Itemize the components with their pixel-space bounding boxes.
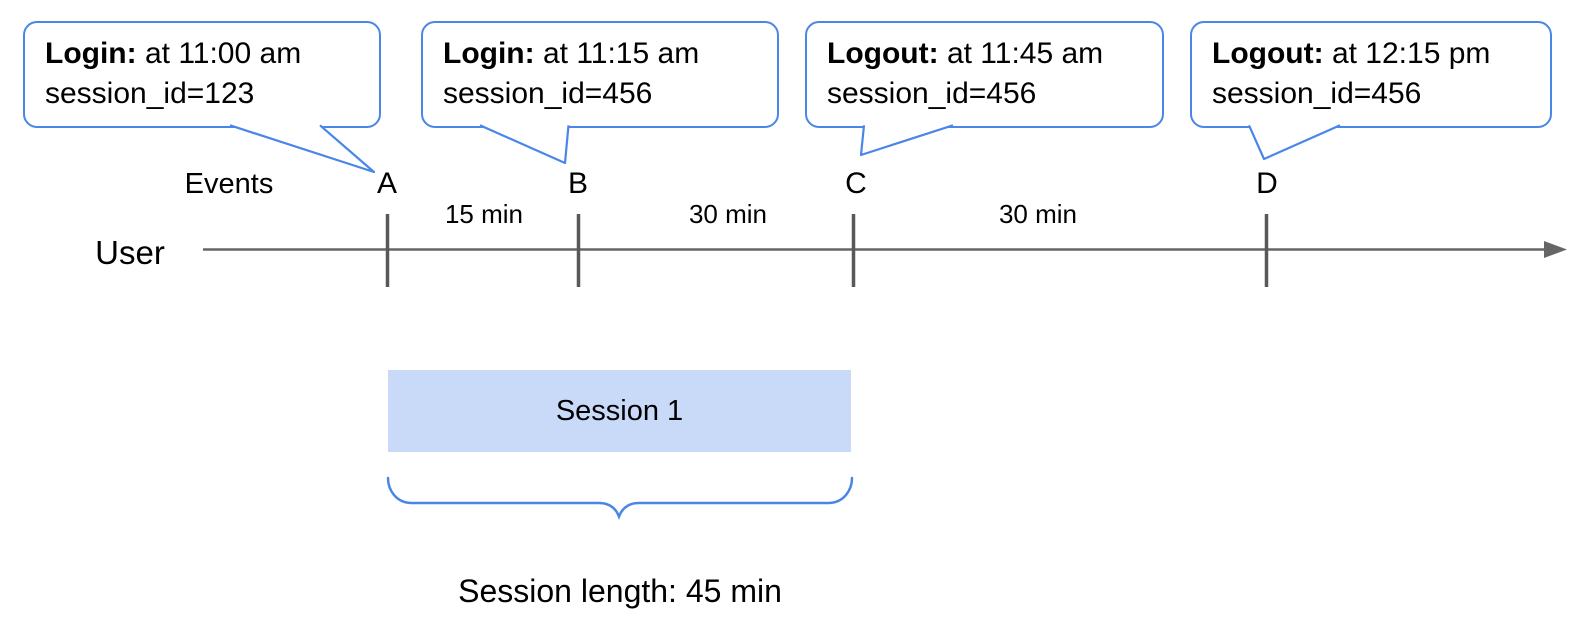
callout-login-b: Login: at 11:15 am session_id=456 — [421, 21, 779, 128]
callout-title: Logout: at 12:15 pm — [1212, 34, 1530, 74]
callout-event-type: Logout: — [827, 37, 939, 70]
interval-c-d: 30 min — [998, 199, 1078, 229]
callout-title: Login: at 11:15 am — [443, 34, 757, 74]
callout-title: Logout: at 11:45 am — [827, 34, 1142, 74]
callout-session-id: session_id=456 — [827, 77, 1037, 110]
callout-title: Login: at 11:00 am — [45, 34, 359, 74]
callout-tail-a — [229, 124, 376, 174]
callout-login-a: Login: at 11:00 am session_id=123 — [23, 21, 381, 128]
callout-logout-c: Logout: at 11:45 am session_id=456 — [805, 21, 1164, 128]
interval-b-c: 30 min — [688, 199, 768, 229]
callout-event-time: at 11:15 am — [534, 37, 700, 70]
callout-session-id: session_id=123 — [45, 77, 255, 110]
callout-tail-c — [859, 124, 954, 157]
callout-event-time: at 12:15 pm — [1323, 37, 1491, 70]
callout-event-time: at 11:45 am — [938, 37, 1104, 70]
callout-event-type: Login: — [45, 37, 137, 70]
event-marker-a: A — [376, 167, 397, 200]
timeline-arrowhead-icon — [1544, 241, 1567, 258]
callout-event-time: at 11:00 am — [136, 37, 302, 70]
session-1-label: Session 1 — [555, 394, 684, 427]
session-length-label: Session length: 45 min — [458, 573, 782, 609]
callout-event-type: Login: — [443, 37, 535, 70]
callout-tail-b — [479, 124, 570, 165]
callout-session-id: session_id=456 — [1212, 77, 1422, 110]
user-axis-label: User — [95, 234, 165, 271]
events-label: Events — [184, 168, 274, 200]
callout-event-type: Logout: — [1212, 37, 1324, 70]
session-length-brace — [386, 476, 854, 520]
event-marker-c: C — [845, 167, 867, 200]
event-marker-d: D — [1256, 167, 1278, 200]
session-1-box: Session 1 — [388, 370, 851, 452]
callout-session-id: session_id=456 — [443, 77, 653, 110]
callout-logout-d: Logout: at 12:15 pm session_id=456 — [1190, 21, 1552, 128]
interval-a-b: 15 min — [444, 199, 524, 229]
event-marker-b: B — [567, 167, 588, 200]
callout-tail-d — [1247, 124, 1341, 161]
